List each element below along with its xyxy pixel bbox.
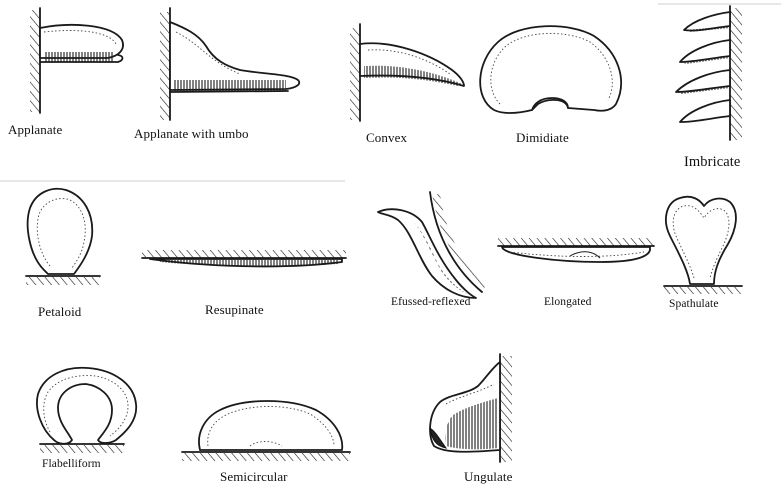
label-elongated: Elongated — [544, 296, 592, 308]
label-efussed-reflexed: Efussed-reflexed — [391, 296, 471, 308]
label-applanate-with-umbo: Applanate with umbo — [134, 126, 249, 142]
label-petaloid: Petaloid — [38, 304, 81, 320]
flabelliform-drawing — [37, 368, 136, 453]
label-convex: Convex — [366, 130, 407, 146]
label-semicircular: Semicircular — [220, 469, 288, 485]
resupinate-drawing — [142, 250, 346, 266]
petaloid-drawing — [26, 189, 100, 285]
dimidiate-drawing — [480, 26, 621, 113]
spathulate-drawing — [664, 197, 742, 294]
efussed-reflexed-drawing — [378, 192, 486, 298]
label-spathulate: Spathulate — [669, 298, 719, 310]
label-dimidiate: Dimidiate — [516, 130, 569, 146]
semicircular-drawing — [182, 401, 350, 461]
elongated-drawing — [498, 238, 654, 262]
imbricate-drawing — [676, 6, 742, 140]
label-resupinate: Resupinate — [205, 302, 264, 318]
label-imbricate: Imbricate — [684, 154, 740, 171]
applanate-drawing — [30, 8, 123, 113]
applanate-with-umbo-drawing — [160, 8, 299, 120]
ungulate-drawing — [430, 354, 512, 462]
label-applanate: Applanate — [8, 122, 62, 138]
convex-drawing — [350, 24, 464, 121]
label-flabelliform: Flabelliform — [42, 458, 101, 470]
label-ungulate: Ungulate — [464, 469, 512, 485]
